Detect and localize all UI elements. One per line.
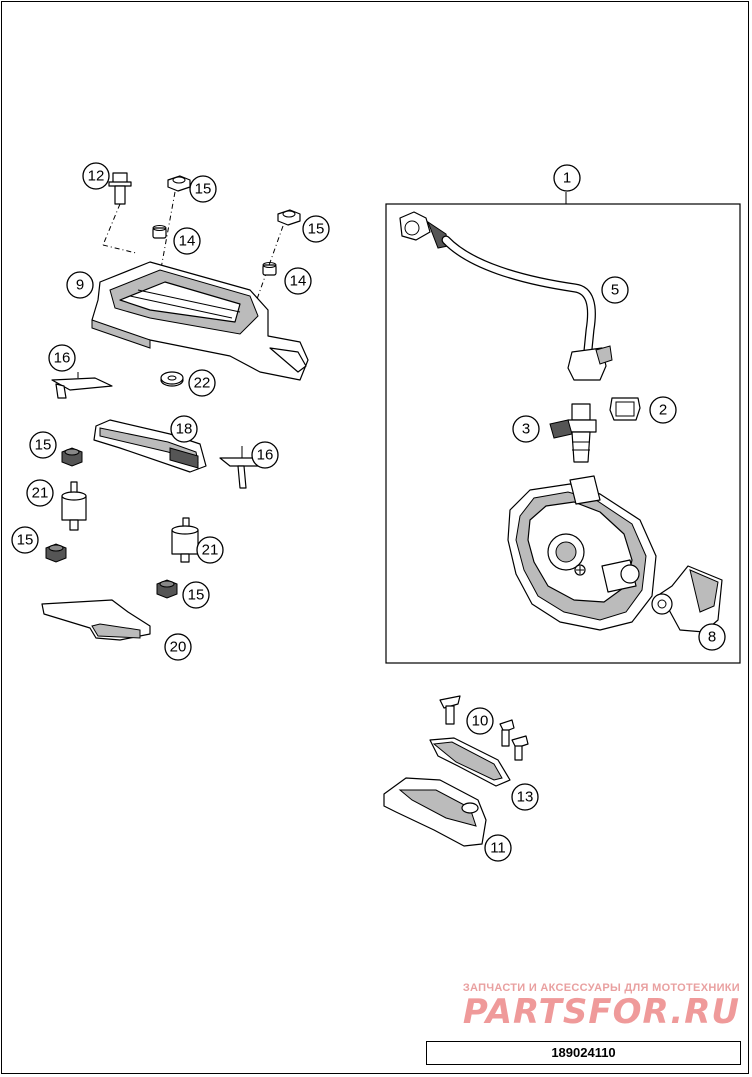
- part-12-bolt: [102, 172, 137, 254]
- svg-text:15: 15: [188, 587, 205, 604]
- callout-15a: 15: [189, 175, 217, 203]
- callout-8: 8: [698, 623, 726, 651]
- callout-22: 22: [188, 369, 216, 397]
- part-11-flange: [383, 777, 487, 847]
- svg-text:16: 16: [257, 447, 274, 464]
- svg-text:15: 15: [308, 221, 325, 238]
- svg-text:8: 8: [708, 629, 716, 646]
- svg-text:2: 2: [659, 402, 667, 419]
- svg-text:20: 20: [170, 639, 187, 656]
- callout-21a: 21: [26, 479, 54, 507]
- part-9-ecu-housing: [91, 261, 309, 381]
- callout-21b: 21: [196, 536, 224, 564]
- callout-1: 1: [553, 164, 581, 192]
- part-14-bushing-left: [152, 225, 167, 239]
- svg-text:21: 21: [202, 542, 219, 559]
- callout-16b: 16: [251, 441, 279, 469]
- part-21-damper-left: [61, 481, 87, 531]
- part-5-sensor-cable: [399, 211, 613, 381]
- callout-15d: 15: [11, 526, 39, 554]
- part-8-sensor: [651, 565, 723, 633]
- document-number: 189024110: [426, 1041, 741, 1065]
- watermark-tagline: ЗАПЧАСТИ И АКСЕССУАРЫ ДЛЯ МОТОТЕХНИКИ: [462, 982, 740, 994]
- callout-14a: 14: [173, 227, 201, 255]
- part-15-nut-right: [245, 209, 301, 331]
- svg-text:3: 3: [522, 421, 530, 438]
- callout-13: 13: [511, 783, 539, 811]
- svg-text:16: 16: [54, 350, 71, 367]
- svg-text:22: 22: [194, 375, 211, 392]
- assembly-group-box: [385, 203, 741, 664]
- part-13-gasket: [429, 737, 511, 787]
- throttle-body: [507, 475, 657, 631]
- svg-text:15: 15: [195, 181, 212, 198]
- part-14-bushing-right: [262, 262, 277, 276]
- callout-11: 11: [484, 834, 512, 862]
- part-15-nut-mid-left: [61, 447, 83, 467]
- svg-text:18: 18: [176, 421, 193, 438]
- part-18-ecu: [93, 419, 207, 473]
- svg-text:9: 9: [76, 277, 84, 294]
- callout-9: 9: [66, 271, 94, 299]
- callout-12: 12: [82, 162, 110, 190]
- callout-3: 3: [512, 415, 540, 443]
- callout-20: 20: [164, 633, 192, 661]
- part-22-washer: [160, 371, 184, 387]
- svg-text:14: 14: [290, 273, 307, 290]
- part-15-nut-top: [157, 175, 191, 286]
- part-10-screws: [439, 695, 529, 761]
- part-20-plate: [41, 599, 151, 641]
- callout-14b: 14: [284, 267, 312, 295]
- callout-15b: 15: [302, 215, 330, 243]
- part-3-injector: [549, 403, 597, 463]
- svg-text:15: 15: [35, 437, 52, 454]
- callout-18: 18: [170, 415, 198, 443]
- callout-15e: 15: [182, 581, 210, 609]
- svg-text:5: 5: [611, 282, 619, 299]
- callout-10: 10: [466, 707, 494, 735]
- callout-5: 5: [601, 276, 629, 304]
- part-2-clip: [609, 397, 641, 421]
- svg-text:12: 12: [88, 168, 105, 185]
- svg-text:13: 13: [517, 789, 534, 806]
- watermark: ЗАПЧАСТИ И АКСЕССУАРЫ ДЛЯ МОТОТЕХНИКИ PA…: [463, 982, 740, 1032]
- svg-text:1: 1: [563, 170, 571, 187]
- callout-15c: 15: [29, 431, 57, 459]
- svg-text:14: 14: [179, 233, 196, 250]
- svg-text:10: 10: [472, 713, 489, 730]
- part-15-nut-low-left: [45, 543, 67, 563]
- part-16-bracket-left: [51, 372, 113, 399]
- svg-text:15: 15: [17, 532, 34, 549]
- svg-text:11: 11: [490, 840, 506, 857]
- part-15-nut-low-mid: [156, 579, 178, 599]
- watermark-brand: PARTSFOR.RU: [462, 992, 740, 1032]
- part-21-damper-right: [171, 517, 199, 563]
- part-16-bracket-right: [219, 446, 263, 489]
- callout-2: 2: [649, 396, 677, 424]
- callout-16a: 16: [48, 344, 76, 372]
- svg-text:21: 21: [32, 485, 49, 502]
